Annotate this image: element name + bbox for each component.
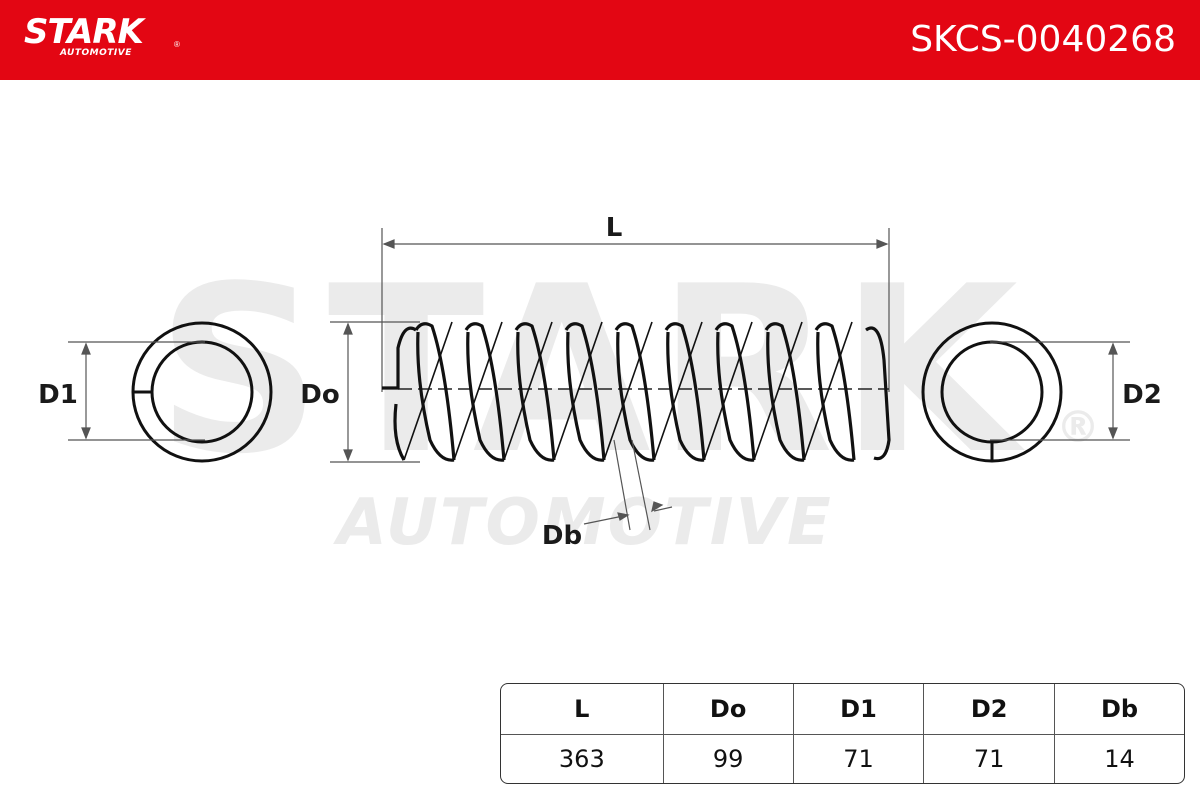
logo-subtitle: AUTOMOTIVE	[60, 48, 132, 58]
spec-value-cell: 71	[794, 735, 925, 783]
logo-brand: STARK	[24, 12, 144, 52]
part-number: SKCS-0040268	[910, 19, 1176, 60]
spec-header-cell: D1	[793, 684, 925, 735]
spec-value-cell: 71	[924, 735, 1056, 783]
wire-diameter-label: Db	[542, 521, 582, 551]
spec-value-cell: 363	[501, 735, 664, 783]
spring-back-coils	[403, 321, 853, 461]
watermark: STARK AUTOMOTIVE ®	[156, 238, 1100, 560]
wire-diameter-dimension	[583, 439, 673, 531]
end-diameter-1-label: D1	[38, 380, 78, 410]
spec-header-row: L Do D1 D2 Db	[501, 684, 1184, 735]
spring-diagram: STARK AUTOMOTIVE ® L Do	[38, 213, 1162, 560]
length-label: L	[606, 213, 623, 243]
logo-registered-mark: ®	[174, 40, 180, 49]
spec-value-row: 363 99 71 71 14	[501, 735, 1184, 783]
watermark-main: STARK	[156, 238, 1026, 505]
spec-header-cell: L	[501, 684, 664, 735]
end-diameter-1-dimension	[68, 341, 205, 441]
spec-header-cell: D2	[924, 684, 1056, 735]
end-diameter-2-dimension	[990, 341, 1130, 441]
header-bar: STARK ® AUTOMOTIVE SKCS-0040268	[0, 0, 1200, 80]
watermark-mark: ®	[1056, 402, 1100, 453]
outer-diameter-label: Do	[300, 380, 339, 410]
spec-header-cell: Db	[1055, 684, 1184, 735]
outer-diameter-dimension	[330, 321, 420, 463]
end-diameter-2-label: D2	[1122, 380, 1162, 410]
watermark-sub: AUTOMOTIVE	[332, 486, 833, 560]
spec-header-cell: Do	[663, 684, 794, 735]
length-dimension	[381, 228, 890, 392]
spec-table: L Do D1 D2 Db 363 99 71 71 14	[500, 683, 1185, 784]
spec-value-cell: 14	[1104, 745, 1135, 773]
spring-front-coils	[382, 322, 891, 462]
spec-value-cell: 99	[664, 735, 794, 783]
stark-logo: STARK ® AUTOMOTIVE	[24, 12, 180, 58]
